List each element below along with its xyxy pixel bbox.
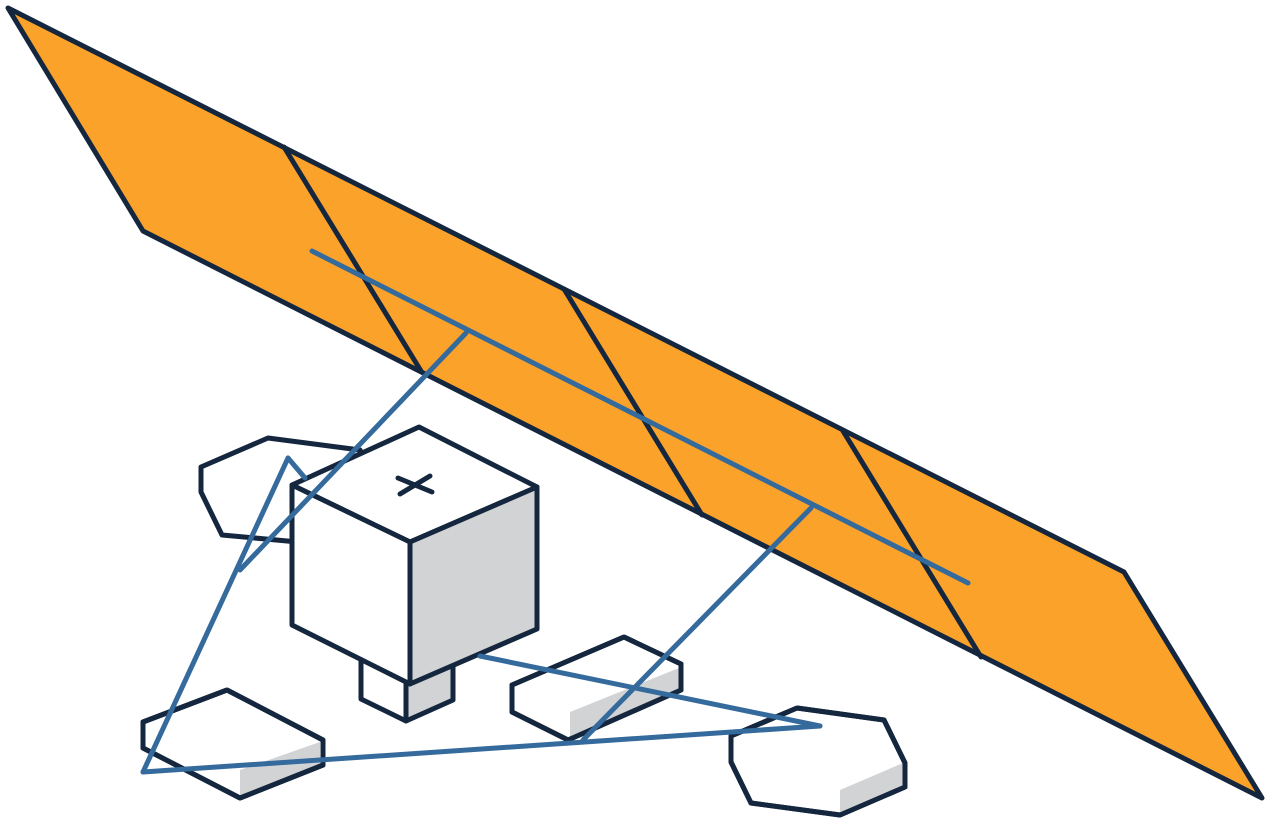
hexagon-tile-left-bottom: [140, 687, 326, 801]
connection-lines: [140, 330, 823, 775]
triangle-edge-top: [285, 455, 308, 481]
link-panel-to-cube: [237, 330, 469, 573]
triangle-edge-left: [140, 455, 291, 775]
hexagon-tile-center: [509, 634, 684, 743]
cube: [289, 424, 540, 687]
triangle-edge-bottom: [140, 723, 823, 775]
hexagon-outline-redraw: [728, 705, 908, 818]
panel-divider-2: [561, 286, 705, 518]
panel-divider-1: [281, 144, 424, 374]
hexagon-side-shade: [240, 742, 320, 796]
orange-panel: [5, 5, 1265, 801]
cube-right-face: [407, 484, 540, 687]
hexagon-side-shade: [570, 668, 679, 738]
triangle-edge-right: [477, 653, 823, 729]
hexagon-outline-redraw: [140, 687, 326, 801]
hexagon-top-face: [140, 687, 326, 801]
panel-divider-3: [840, 428, 984, 660]
link-panel-to-center-tile: [580, 505, 814, 743]
x-mark-icon: [395, 473, 435, 497]
hexagon-outline-redraw: [509, 634, 684, 743]
panel-axis-line: [309, 248, 971, 586]
hexagon-tile-right: [728, 705, 908, 818]
hexagon-side-shade: [840, 763, 903, 813]
